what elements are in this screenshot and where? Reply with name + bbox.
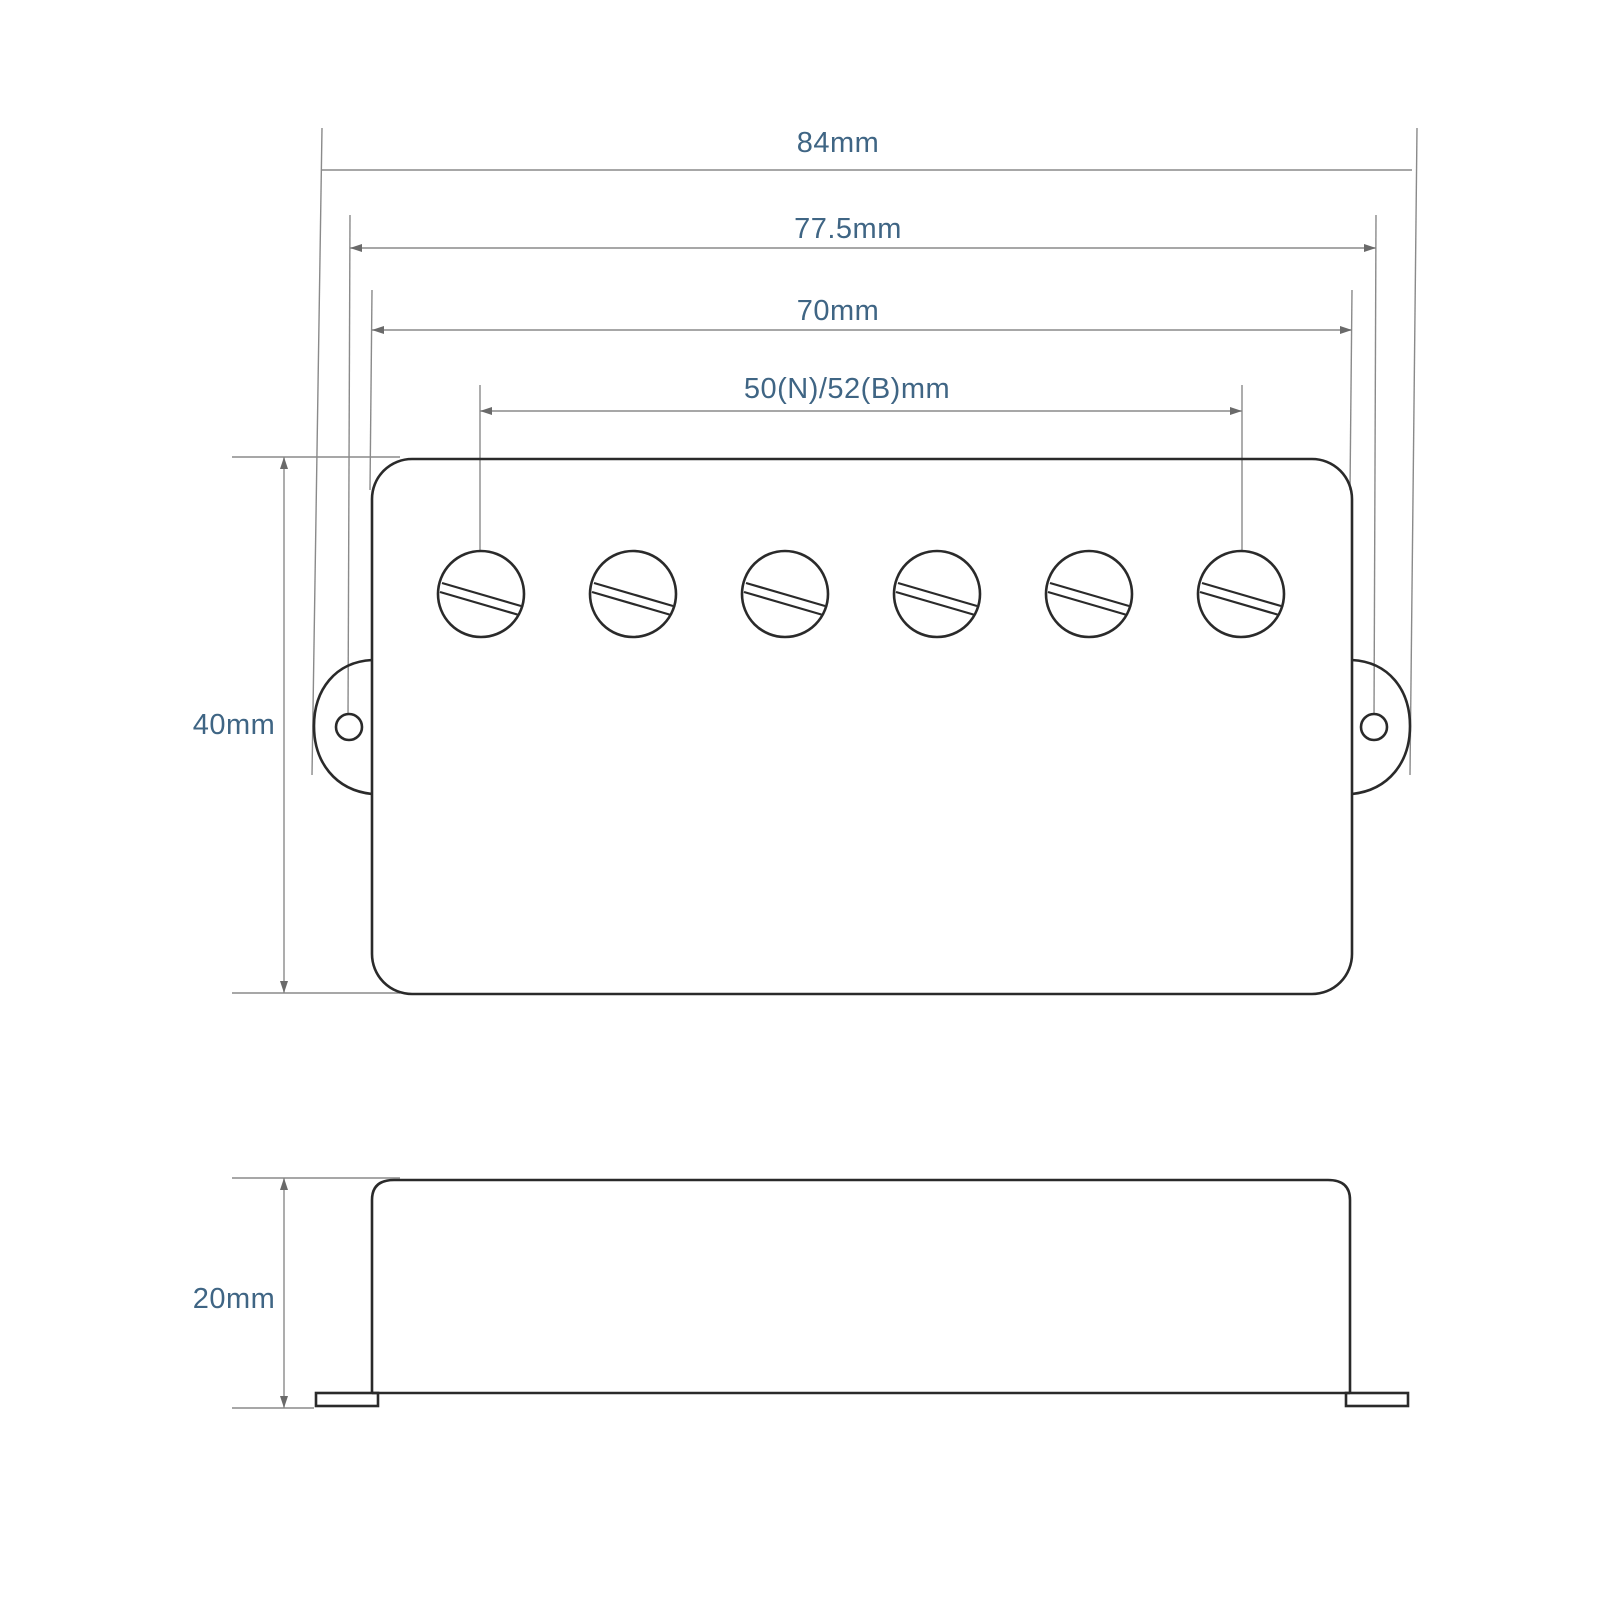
pole-screw-slot-a <box>745 581 826 608</box>
pole-screw-slot-a <box>1201 581 1282 608</box>
pickup-cover <box>370 457 1354 996</box>
pole-screw-3 <box>740 549 830 639</box>
pickup-side-view <box>314 1178 1410 1408</box>
mounting-hole-left <box>334 712 364 742</box>
mount-spacing-extension-left <box>347 214 351 721</box>
mounting-ear-right <box>1351 658 1412 796</box>
dimension-labels: 84mm 77.5mm 70mm 50(N)/52(B)mm 40mm 20mm <box>193 127 950 1315</box>
pole-screw-slot-a <box>593 581 674 608</box>
pole-screw-slot-a <box>441 581 522 608</box>
height-arrow-bottom <box>280 1396 288 1408</box>
pole-screw-slot-b <box>1199 590 1280 617</box>
mount-spacing-extension-right <box>1373 214 1377 721</box>
overall-width-extension-right <box>1409 127 1418 776</box>
mount-spacing-label: 77.5mm <box>794 213 902 245</box>
pole-screw-slot-b <box>743 590 824 617</box>
pole-screw-slot-b <box>1047 590 1128 617</box>
pole-screw-4 <box>892 549 982 639</box>
pole-spacing-label: 50(N)/52(B)mm <box>744 373 950 405</box>
cover-length-label: 40mm <box>193 709 276 741</box>
pole-screw-5 <box>1044 549 1134 639</box>
cover-length-arrow-top <box>280 457 288 469</box>
pole-screw-slot-b <box>591 590 672 617</box>
pole-spacing-arrow-right <box>1230 407 1242 415</box>
pole-screw-1 <box>436 549 526 639</box>
pole-screw-slot-b <box>439 590 520 617</box>
side-view-ear-left <box>314 1391 380 1408</box>
side-view-ear-right <box>1344 1391 1410 1408</box>
cover-width-label: 70mm <box>797 295 880 327</box>
mount-spacing-arrow-right <box>1364 244 1376 252</box>
mount-spacing-arrow-left <box>350 244 362 252</box>
cover-width-extension-right <box>1349 289 1353 491</box>
overall-width-label: 84mm <box>797 127 880 159</box>
side-view-cover <box>370 1178 1352 1393</box>
pole-screw-slot-a <box>897 581 978 608</box>
cover-width-extension-left <box>369 289 373 491</box>
pickup-top-view <box>312 457 1412 996</box>
height-label: 20mm <box>193 1283 276 1315</box>
pole-spacing-arrow-left <box>480 407 492 415</box>
mounting-ear-left <box>312 658 373 796</box>
pole-screw-6 <box>1196 549 1286 639</box>
cover-length-arrow-bottom <box>280 981 288 993</box>
pole-screw-slot-a <box>1049 581 1130 608</box>
pole-screw-slot-b <box>895 590 976 617</box>
height-arrow-top <box>280 1178 288 1190</box>
cover-width-arrow-right <box>1340 326 1352 334</box>
cover-width-arrow-left <box>372 326 384 334</box>
overall-width-extension-left <box>311 127 323 776</box>
pole-screw-2 <box>588 549 678 639</box>
pole-screw-group <box>436 549 1286 639</box>
mounting-hole-right <box>1359 712 1389 742</box>
